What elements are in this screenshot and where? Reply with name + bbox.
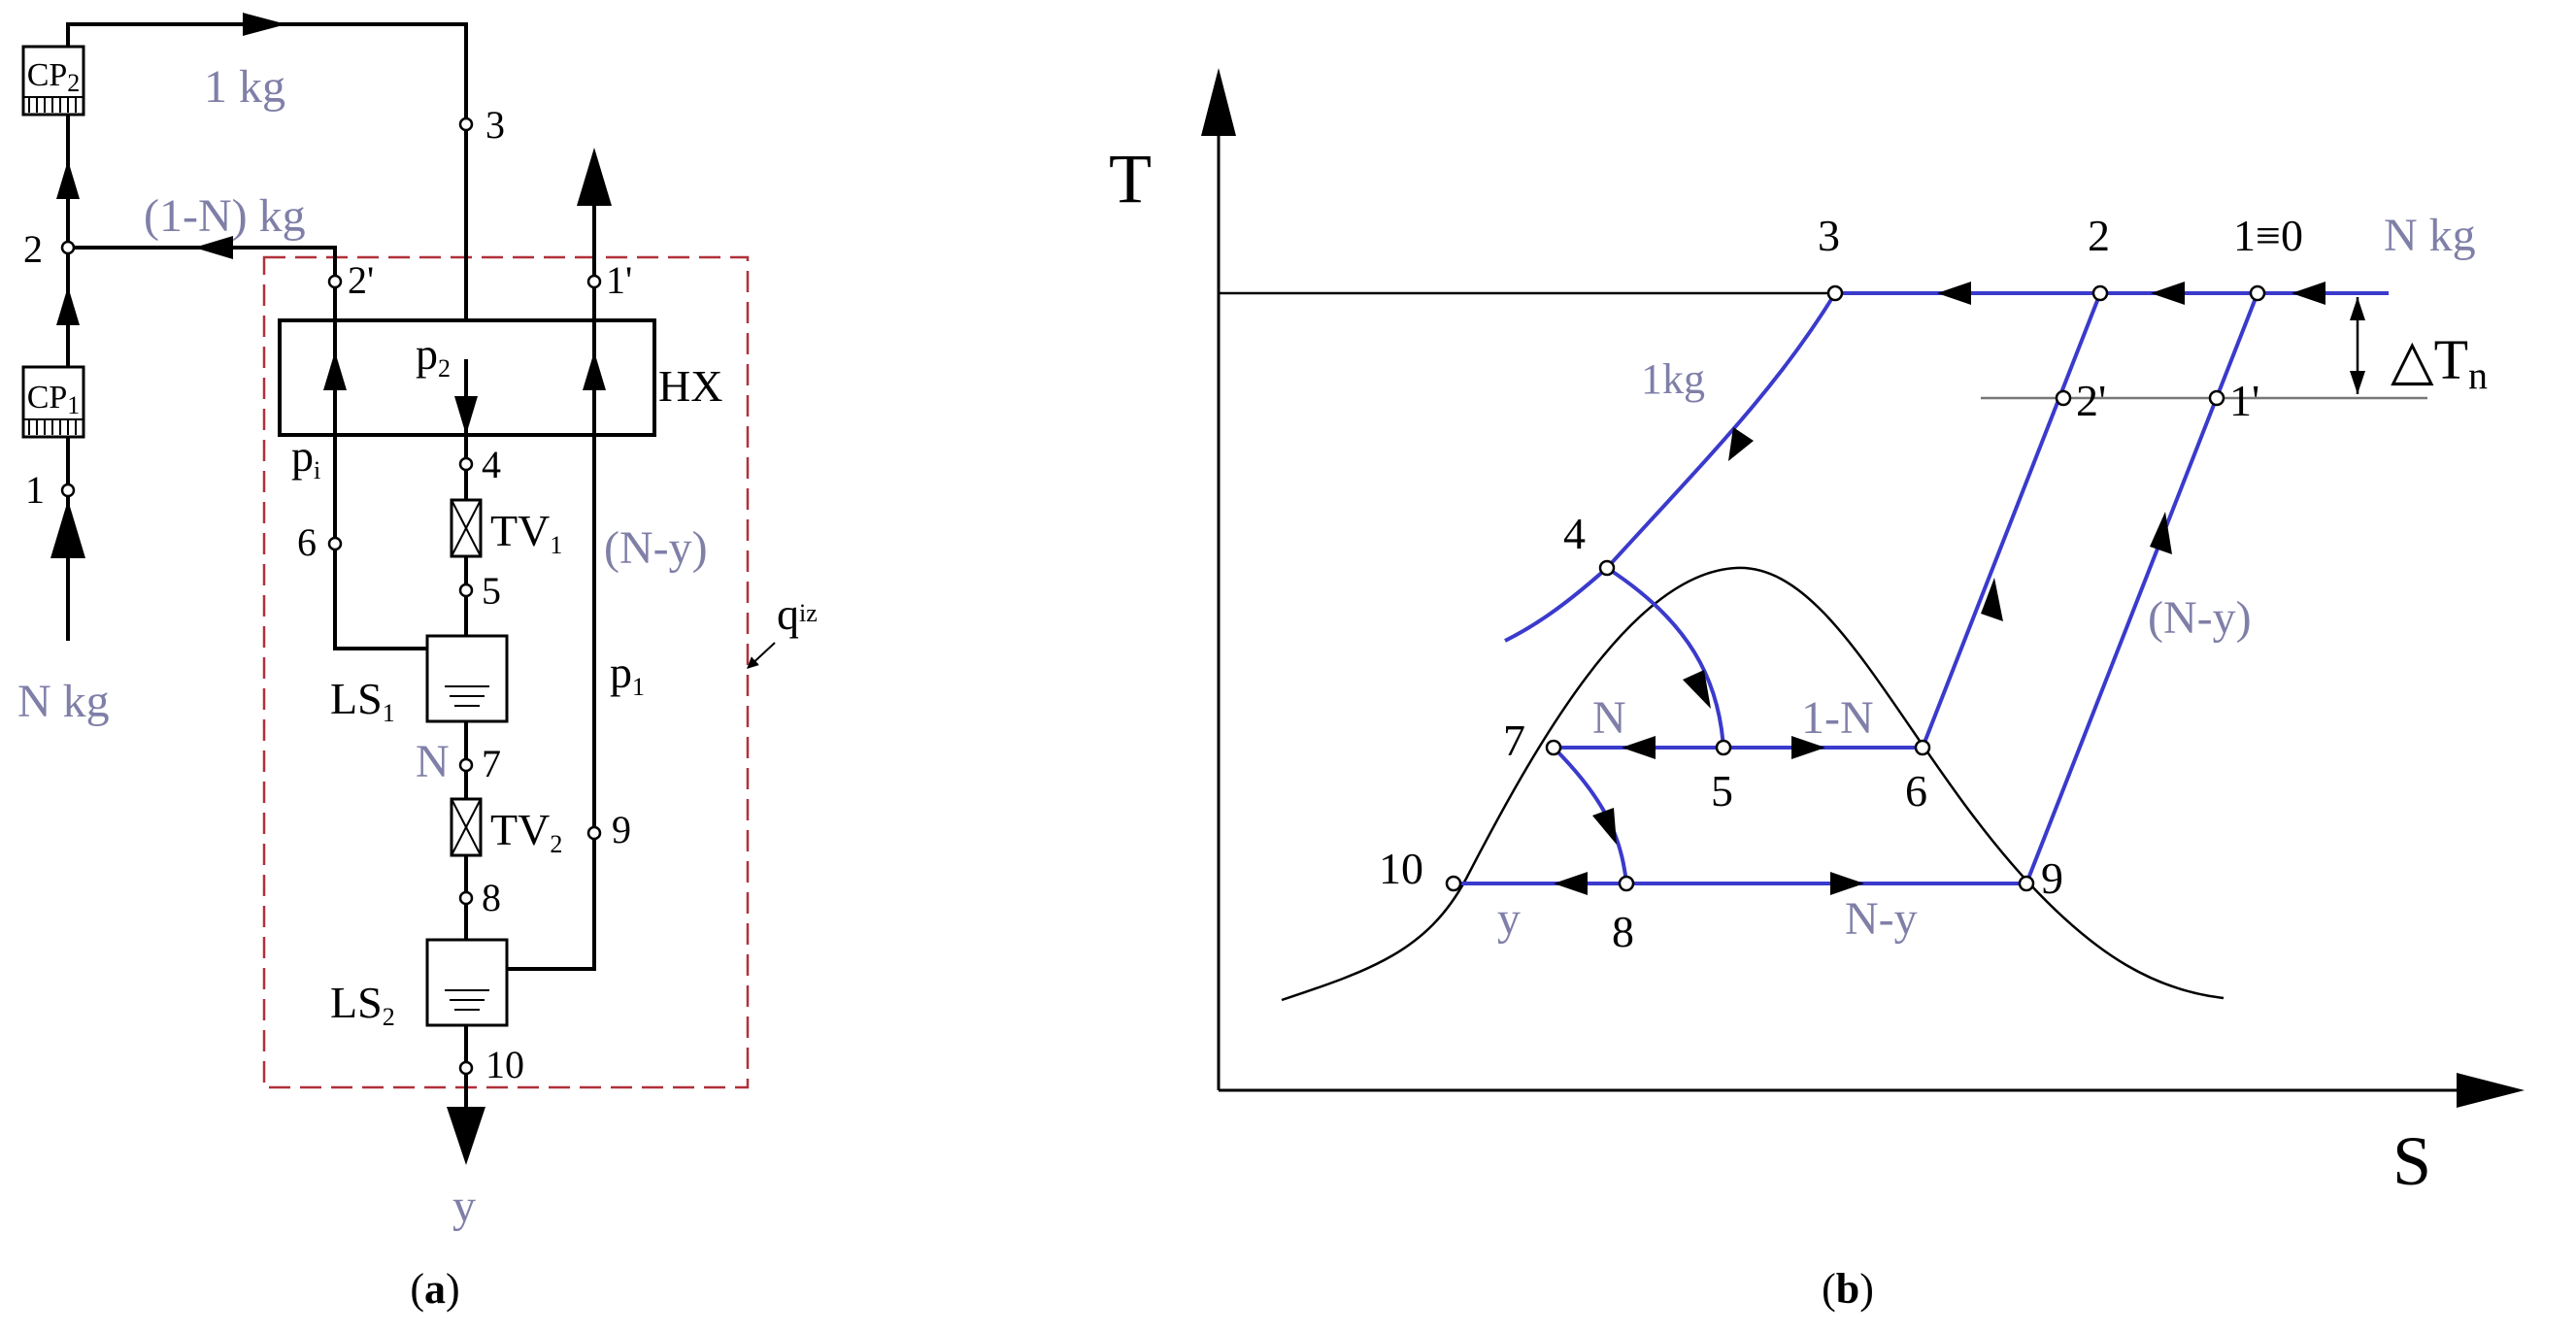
b-point-10: 10 bbox=[1379, 844, 1423, 893]
liquid-separator-ls1: LS1 bbox=[330, 634, 509, 727]
saturation-dome bbox=[1281, 566, 2225, 1002]
insulation-boundary bbox=[262, 255, 750, 1089]
compressor-cp2: CP2 bbox=[21, 45, 85, 117]
a-point-9: 9 bbox=[612, 808, 631, 851]
throttle-valve-tv2: TV2 bbox=[450, 797, 562, 858]
cp1-label: CP1 bbox=[27, 380, 81, 419]
arrow-up-return bbox=[577, 148, 612, 206]
cp2-label: CP2 bbox=[27, 57, 81, 97]
panel-b-ts-diagram: T S △Tn bbox=[1109, 68, 2525, 1313]
s-axis-arrow bbox=[2457, 1073, 2525, 1108]
liquid-separator-ls2: LS2 bbox=[330, 938, 509, 1031]
a-point-3: 3 bbox=[485, 103, 505, 147]
compressor-cp1: CP1 bbox=[21, 365, 85, 439]
arrow-right-top bbox=[243, 13, 286, 36]
hx-label: HX bbox=[658, 361, 722, 411]
tv1-label: TV1 bbox=[490, 506, 562, 559]
b-point-1prime: 1' bbox=[2229, 376, 2259, 425]
pressure-p2: p2 bbox=[416, 329, 451, 383]
arrow-down-p2 bbox=[454, 396, 478, 435]
b-point-4: 4 bbox=[1563, 509, 1586, 558]
a-point-8: 8 bbox=[482, 876, 501, 919]
a-point-1prime: 1' bbox=[606, 258, 632, 302]
a-point-2: 2 bbox=[23, 227, 43, 271]
a-flow-nkg: N kg bbox=[17, 676, 110, 727]
state-points-b bbox=[1445, 284, 2266, 892]
state-points-a bbox=[60, 117, 602, 1076]
pressure-pi: pi bbox=[291, 431, 320, 484]
a-point-1: 1 bbox=[25, 468, 45, 512]
caption-b: (b) bbox=[1822, 1265, 1874, 1313]
a-flow-n-minus-y: (N-y) bbox=[604, 522, 708, 574]
line-2-to-2prime bbox=[68, 246, 337, 282]
a-point-10: 10 bbox=[485, 1043, 524, 1086]
a-flow-y: y bbox=[452, 1181, 476, 1232]
b-point-5: 5 bbox=[1711, 766, 1733, 816]
b-point-3: 3 bbox=[1818, 211, 1840, 260]
a-point-4: 4 bbox=[482, 443, 501, 486]
delta-arrow-down bbox=[2350, 371, 2365, 394]
arrow-up-2 bbox=[56, 286, 80, 325]
arrow-down-y bbox=[447, 1107, 485, 1165]
delta-arrow-up bbox=[2350, 297, 2365, 320]
b-flow-n: N bbox=[1592, 692, 1626, 744]
tv2-label: TV2 bbox=[490, 805, 562, 858]
a-flow-n: N bbox=[416, 736, 450, 787]
b-flow-y: y bbox=[1497, 893, 1521, 945]
b-point-8: 8 bbox=[1612, 907, 1634, 956]
b-point-2prime: 2' bbox=[2076, 376, 2106, 425]
a-flow-1-minus-n: (1-N) kg bbox=[144, 190, 306, 242]
b-point-6: 6 bbox=[1905, 766, 1927, 816]
arrow-up-cp bbox=[56, 160, 80, 199]
panel-a-schematic: CP2 CP1 HX bbox=[17, 13, 818, 1313]
line-stream-p1 bbox=[507, 165, 596, 971]
a-point-2prime: 2' bbox=[348, 258, 374, 302]
b-point-1eq0: 1≡0 bbox=[2233, 211, 2303, 260]
throttle-valve-tv1: TV1 bbox=[450, 498, 562, 559]
b-flow-n-minus-y-upper: (N-y) bbox=[2148, 592, 2252, 644]
heat-leak-qiz: qiz bbox=[777, 589, 818, 639]
arrow-up-inlet bbox=[50, 500, 85, 558]
line-6-to-ls1 bbox=[333, 641, 427, 650]
s-axis-label: S bbox=[2392, 1122, 2431, 1200]
ls1-label: LS1 bbox=[330, 674, 395, 727]
b-flow-n-minus-y: N-y bbox=[1845, 893, 1918, 945]
t-axis-label: T bbox=[1109, 140, 1152, 217]
caption-a: (a) bbox=[410, 1265, 459, 1313]
a-point-5: 5 bbox=[482, 569, 501, 613]
arrow-up-pi bbox=[323, 351, 347, 390]
a-flow-1kg: 1 kg bbox=[204, 61, 285, 113]
arrow-up-p1-hx bbox=[583, 351, 606, 390]
b-point-9: 9 bbox=[2041, 853, 2063, 903]
b-point-7: 7 bbox=[1503, 716, 1525, 765]
b-flow-1kg: 1kg bbox=[1641, 355, 1705, 403]
b-flow-1-minus-n: 1-N bbox=[1801, 692, 1874, 744]
b-point-2: 2 bbox=[2088, 211, 2110, 260]
b-flow-nkg: N kg bbox=[2384, 210, 2476, 261]
process-arrows bbox=[1554, 282, 2325, 895]
a-point-7: 7 bbox=[482, 742, 501, 785]
arrow-left-2 bbox=[194, 236, 233, 259]
a-point-6: 6 bbox=[297, 520, 317, 564]
heat-leak-arrow bbox=[747, 642, 776, 669]
delta-t-label: △Tn bbox=[2391, 328, 2488, 397]
ls2-label: LS2 bbox=[330, 978, 395, 1031]
t-axis-arrow bbox=[1201, 68, 1236, 136]
pressure-p1: p1 bbox=[610, 648, 645, 701]
